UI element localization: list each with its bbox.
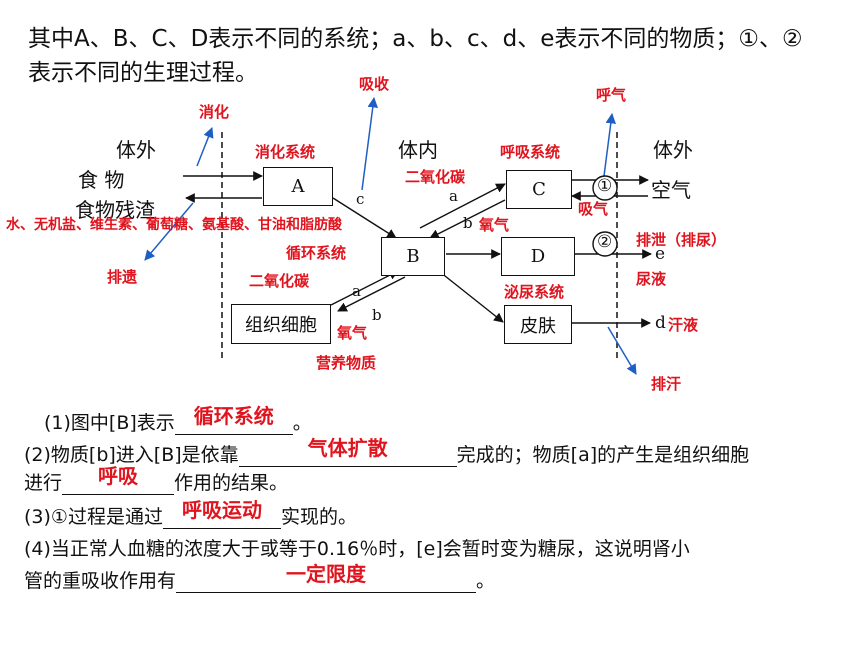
letter-b-top: b [463, 214, 473, 232]
q1-prefix: (1)图中[B]表示 [44, 412, 175, 434]
q3-blank: 呼吸运动 [162, 498, 281, 529]
annot-oxygen-bottom: 氧气 [337, 324, 368, 342]
box-tissue-cell: 组织细胞 [231, 304, 331, 344]
q1-suffix: 。 [292, 412, 312, 434]
annot-co2-bottom: 二氧化碳 [249, 272, 310, 290]
annot-urinary-system: 泌尿系统 [504, 283, 565, 301]
q4-prefix: 管的重吸收作用有 [24, 570, 177, 592]
annot-circulatory-system: 循环系统 [286, 244, 347, 262]
letter-a-bottom: a [352, 282, 361, 300]
annot-absorption: 吸收 [359, 75, 390, 93]
question-3: (3)①过程是通过 呼吸运动实现的。 [24, 498, 357, 529]
q2-prefix: (2)物质[b]进入[B]是依靠 [24, 444, 239, 466]
question-4-line-1: (4)当正常人血糖的浓度大于或等于0.16％时，[e]会暂时变为糖尿，这说明肾小 [24, 538, 690, 560]
annot-digestion: 消化 [199, 103, 230, 121]
circle-2: ② [597, 232, 613, 252]
annot-egestion: 排遗 [107, 268, 138, 286]
label-outside-right: 体外 [653, 138, 693, 162]
q1-answer: 循环系统 [193, 404, 274, 428]
question-4-line-2: 管的重吸收作用有 一定限度 。 [24, 562, 496, 593]
q1-blank: 循环系统 [174, 404, 293, 435]
q2-middle: 完成的；物质[a]的产生是组织细胞 [456, 444, 750, 466]
annot-sweat: 汗液 [668, 316, 699, 334]
q2-answer-2: 呼吸 [98, 464, 139, 488]
q4-suffix: 。 [476, 570, 496, 592]
q2-answer-1: 气体扩散 [307, 436, 388, 460]
annot-excretion-urine: 排泄（排尿） [636, 231, 727, 249]
q3-answer: 呼吸运动 [181, 498, 262, 522]
q4-answer: 一定限度 [286, 562, 367, 586]
letter-e: e [655, 244, 666, 264]
box-d: D [501, 237, 575, 276]
q2-line2-prefix: 进行 [24, 472, 63, 494]
question-2: (2)物质[b]进入[B]是依靠 气体扩散 完成的；物质[a]的产生是组织细胞 [24, 436, 750, 467]
annot-nutrients: 营养物质 [316, 354, 377, 372]
q4-blank: 一定限度 [176, 562, 477, 593]
annot-inhale: 吸气 [578, 200, 609, 218]
annot-nutrients-list: 水、无机盐、维生素、葡萄糖、氨基酸、甘油和脂肪酸 [6, 217, 342, 233]
circle-1: ① [597, 176, 613, 196]
letter-b-bottom: b [372, 306, 382, 324]
intro-line-1: 其中A、B、C、D表示不同的系统；a、b、c、d、e表示不同的物质；①、② [28, 26, 803, 52]
label-air: 空气 [651, 178, 691, 202]
q2-blank-1: 气体扩散 [238, 436, 457, 467]
q3-prefix: (3)①过程是通过 [24, 506, 163, 528]
box-c: C [506, 170, 572, 209]
box-b: B [381, 237, 445, 276]
q3-suffix: 实现的。 [280, 506, 357, 528]
annot-urine: 尿液 [636, 270, 667, 288]
annot-digestive-system: 消化系统 [255, 143, 316, 161]
label-food: 食 物 [78, 168, 125, 192]
annot-sweating: 排汗 [651, 375, 682, 393]
question-2-line-2: 进行 呼吸 作用的结果。 [24, 464, 289, 495]
annot-respiratory-system: 呼吸系统 [500, 143, 561, 161]
question-1: (1)图中[B]表示 循环系统。 [44, 404, 312, 435]
box-a: A [263, 167, 333, 206]
intro-line-2: 表示不同的生理过程。 [28, 60, 258, 86]
q2-blank-2: 呼吸 [62, 464, 175, 495]
box-skin: 皮肤 [504, 305, 572, 344]
label-residue: 食物残渣 [75, 198, 155, 222]
label-outside-left: 体外 [116, 138, 156, 162]
annot-oxygen-top: 氧气 [479, 216, 510, 234]
annot-co2-top: 二氧化碳 [405, 168, 466, 186]
letter-c: c [356, 190, 365, 208]
letter-d: d [655, 313, 666, 333]
label-inside: 体内 [398, 138, 438, 162]
q2-suffix: 作用的结果。 [174, 472, 289, 494]
letter-a-top: a [449, 187, 458, 205]
annot-exhale: 呼气 [596, 86, 627, 104]
